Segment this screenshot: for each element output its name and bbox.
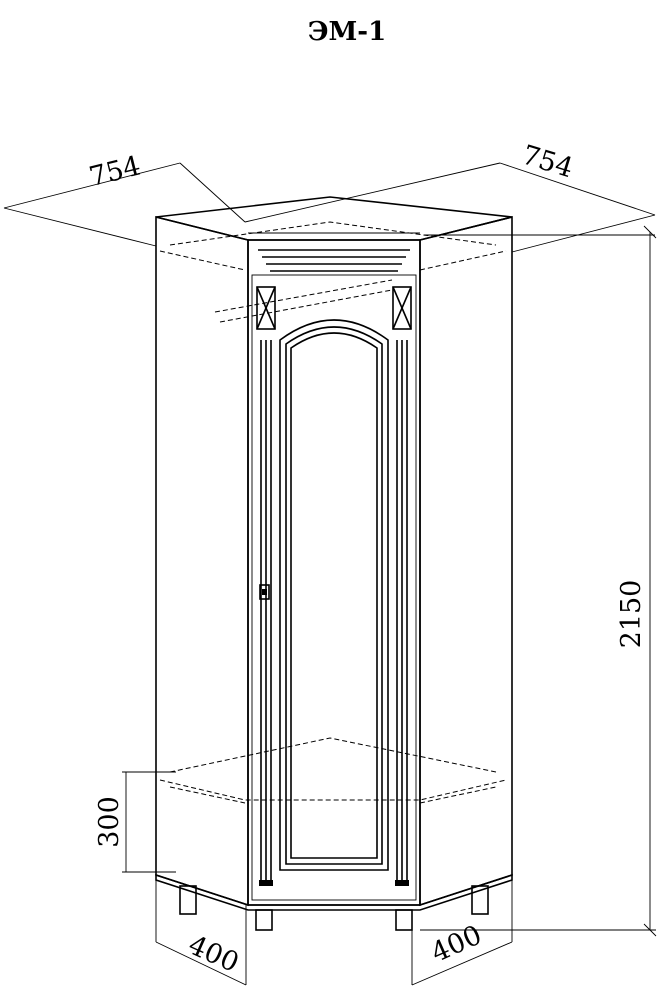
depth-dimension-lines — [155, 875, 513, 986]
shelf-height-dimension-line — [122, 771, 176, 873]
dimension-depth-right: 400 — [427, 920, 487, 969]
top-width-dimension-lines — [3, 162, 656, 253]
door-handle — [259, 584, 270, 600]
wardrobe-body — [155, 196, 513, 911]
height-dimension-line — [420, 225, 657, 937]
door-panel — [279, 319, 389, 871]
top-panel-hidden-lines — [159, 221, 507, 323]
drawing-title: ЭМ-1 — [308, 17, 386, 47]
lower-shelf-hidden-lines — [159, 737, 507, 804]
left-pilaster — [256, 286, 276, 886]
dimension-width-right: 754 — [518, 140, 576, 185]
dimension-depth-left: 400 — [184, 930, 244, 979]
dimension-width-left: 754 — [86, 150, 144, 193]
dimension-shelf-height: 300 — [94, 796, 125, 848]
dimension-height: 2150 — [616, 580, 647, 649]
right-pilaster — [392, 286, 412, 886]
wardrobe-legs — [179, 885, 489, 931]
